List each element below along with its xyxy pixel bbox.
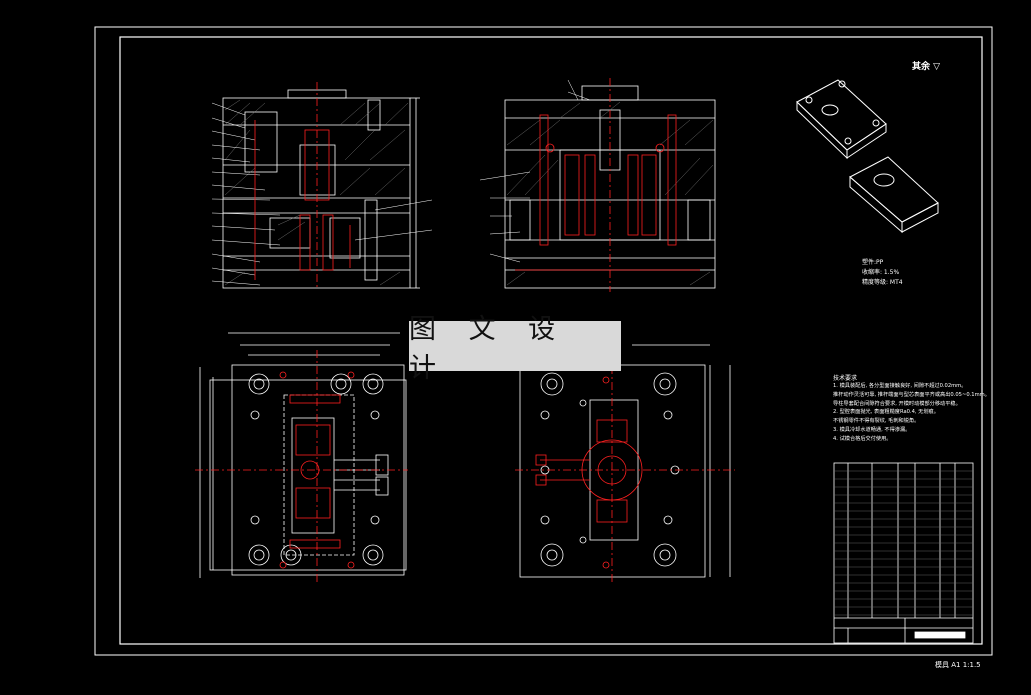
plan-view-left — [199, 332, 407, 578]
parts-table-rows — [834, 470, 973, 616]
section-right-leaders — [479, 79, 591, 263]
note-line: 推杆动作灵活可靠, 推杆端面与型芯表面平齐或高出0.05~0.1mm。 — [833, 391, 990, 398]
section-left-leaders — [211, 102, 433, 286]
plan-left-red — [195, 350, 408, 585]
watermark: 图 文 设 计 — [409, 314, 621, 384]
parts-table — [833, 462, 974, 644]
note-line: 不锈钢零件不得有裂纹, 毛刺和锐角。 — [833, 418, 920, 425]
inner-frame — [119, 36, 983, 645]
outer-frame — [94, 26, 993, 656]
section-right-red — [515, 78, 700, 292]
note-line: 导柱导套配合间隙符合要求, 开模时动模部分移动平稳。 — [833, 400, 961, 407]
technical-notes: 1. 模具装配后, 各分型面接触良好, 间隙不超过0.02mm。 推杆动作灵活可… — [833, 382, 990, 444]
note-line: 1. 模具装配后, 各分型面接触良好, 间隙不超过0.02mm。 — [833, 383, 967, 389]
material-block: 塑件:PP 收缩率: 1.5% 精度等级: MT4 — [862, 258, 903, 288]
section-right-hatch — [506, 101, 714, 286]
material-line: 收缩率: 1.5% — [862, 269, 900, 276]
section-left-red — [254, 82, 351, 290]
sheet-label: 模具 A1 1:1.5 — [935, 661, 981, 669]
section-left-hatch — [224, 99, 409, 286]
isometric-part-bottom — [849, 156, 939, 234]
note-line: 4. 试模合格后交付使用。 — [833, 435, 892, 442]
note-line: 3. 模具冷却水道畅通, 不得渗漏。 — [833, 426, 911, 433]
material-line: 精度等级: MT4 — [862, 279, 903, 286]
note-line: 2. 型腔表面抛光, 表面粗糙度Ra0.4, 无划痕。 — [833, 409, 939, 416]
plan-right-red — [515, 350, 735, 585]
material-line: 塑件:PP — [862, 259, 884, 266]
roughness-note: 其余 ▽ — [912, 62, 941, 72]
notes-title: 技术要求 — [833, 375, 858, 382]
isometric-part-top — [796, 79, 887, 160]
